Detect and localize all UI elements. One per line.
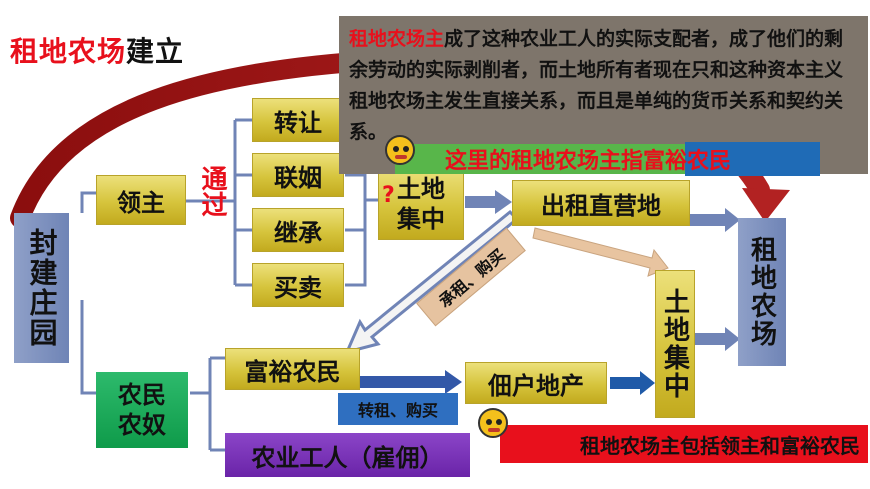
method-trade: 买卖 xyxy=(252,263,344,307)
bottom-callout-text: 租地农场主包括领主和富裕农民 xyxy=(580,433,860,458)
node-feudal-manor-label: 封建庄园 xyxy=(25,228,59,348)
method-inherit: 继承 xyxy=(252,208,344,252)
top-callout: 这里的租地农场主指富裕农民 xyxy=(395,140,820,178)
top-callout-red-text: 这里的租地农场主指 xyxy=(445,149,644,174)
title-highlight: 租地农场 xyxy=(10,35,127,68)
node-feudal-manor: 封建庄园 xyxy=(14,213,69,363)
bottom-callout: 租地农场主包括领主和富裕农民 xyxy=(500,425,868,463)
method-transfer: 转让 xyxy=(252,98,344,142)
cartoon-face-icon xyxy=(385,135,415,165)
node-tenant-land: 佃户地产 xyxy=(465,362,607,404)
page-title: 租地农场建立 xyxy=(10,30,184,70)
node-land-concentration-1-label: 土地集中 xyxy=(397,175,445,233)
quote-highlight: 租地农场主 xyxy=(349,28,445,50)
cartoon-face-icon-2 xyxy=(478,408,508,438)
node-farm-worker: 农业工人（雇佣） xyxy=(225,433,470,477)
method-marriage: 联姻 xyxy=(252,153,344,197)
title-rest: 建立 xyxy=(126,35,185,68)
node-lord-label: 领主 xyxy=(117,188,165,217)
node-peasant-serf: 农民农奴 xyxy=(96,372,188,448)
node-rich-peasant-label: 富裕农民 xyxy=(244,357,341,386)
node-tenant-land-label: 佃户地产 xyxy=(488,371,584,400)
node-lease-demesne-label: 出租直营地 xyxy=(541,191,661,220)
method-transfer-label: 转让 xyxy=(274,108,322,137)
quote-text: 成了这种农业工人的实际支配者，成了他们的剩余劳动的实际剥削者，而土地所有者现在只… xyxy=(349,28,844,143)
question-mark: ? xyxy=(382,183,395,208)
node-lord: 领主 xyxy=(96,175,186,225)
node-rich-peasant: 富裕农民 xyxy=(225,348,360,390)
node-rented-farm-label: 租地农场 xyxy=(746,236,777,348)
big-arc-arrowhead xyxy=(742,188,790,222)
node-rented-farm: 租地农场 xyxy=(738,218,786,366)
top-callout-blue-bar xyxy=(685,142,820,176)
node-land-concentration-2: 土地集中 xyxy=(655,270,695,418)
method-inherit-label: 继承 xyxy=(274,218,322,247)
top-callout-text: 这里的租地农场主指富裕农民 xyxy=(445,144,731,174)
node-lease-demesne: 出租直营地 xyxy=(512,180,690,226)
node-farm-worker-label: 农业工人（雇佣） xyxy=(251,443,444,472)
top-callout-green-bar xyxy=(395,144,685,174)
top-callout-blue-text: 富裕农民 xyxy=(643,149,732,174)
method-marriage-label: 联姻 xyxy=(274,163,322,192)
node-peasant-serf-label: 农民农奴 xyxy=(118,381,166,439)
sublet-buy-label: 转租、购买 xyxy=(338,393,458,425)
via-label: 通过 xyxy=(197,165,227,217)
node-land-concentration-2-label: 土地集中 xyxy=(659,288,690,400)
method-trade-label: 买卖 xyxy=(274,273,322,302)
sublet-buy-text: 转租、购买 xyxy=(357,401,438,420)
